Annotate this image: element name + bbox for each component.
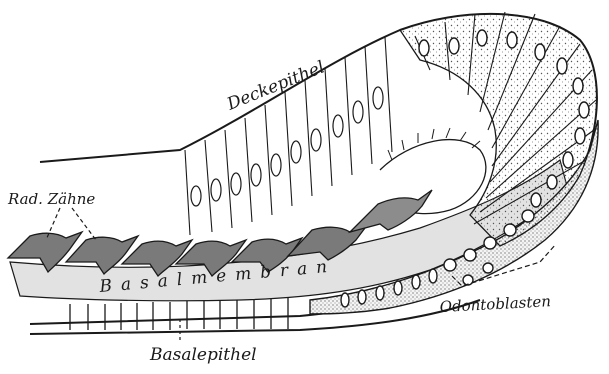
label-deckepithel: Deckepithel <box>223 57 327 115</box>
basalepithel-cells <box>70 297 288 330</box>
deckepithel-cells <box>185 37 392 235</box>
deckepithel-nuclei <box>191 87 383 206</box>
label-basalepithel: Basalepithel <box>149 345 257 365</box>
label-rad-zaehne: Rad. Zähne <box>7 190 95 208</box>
label-odontoblasten: Odontoblasten <box>439 292 551 316</box>
